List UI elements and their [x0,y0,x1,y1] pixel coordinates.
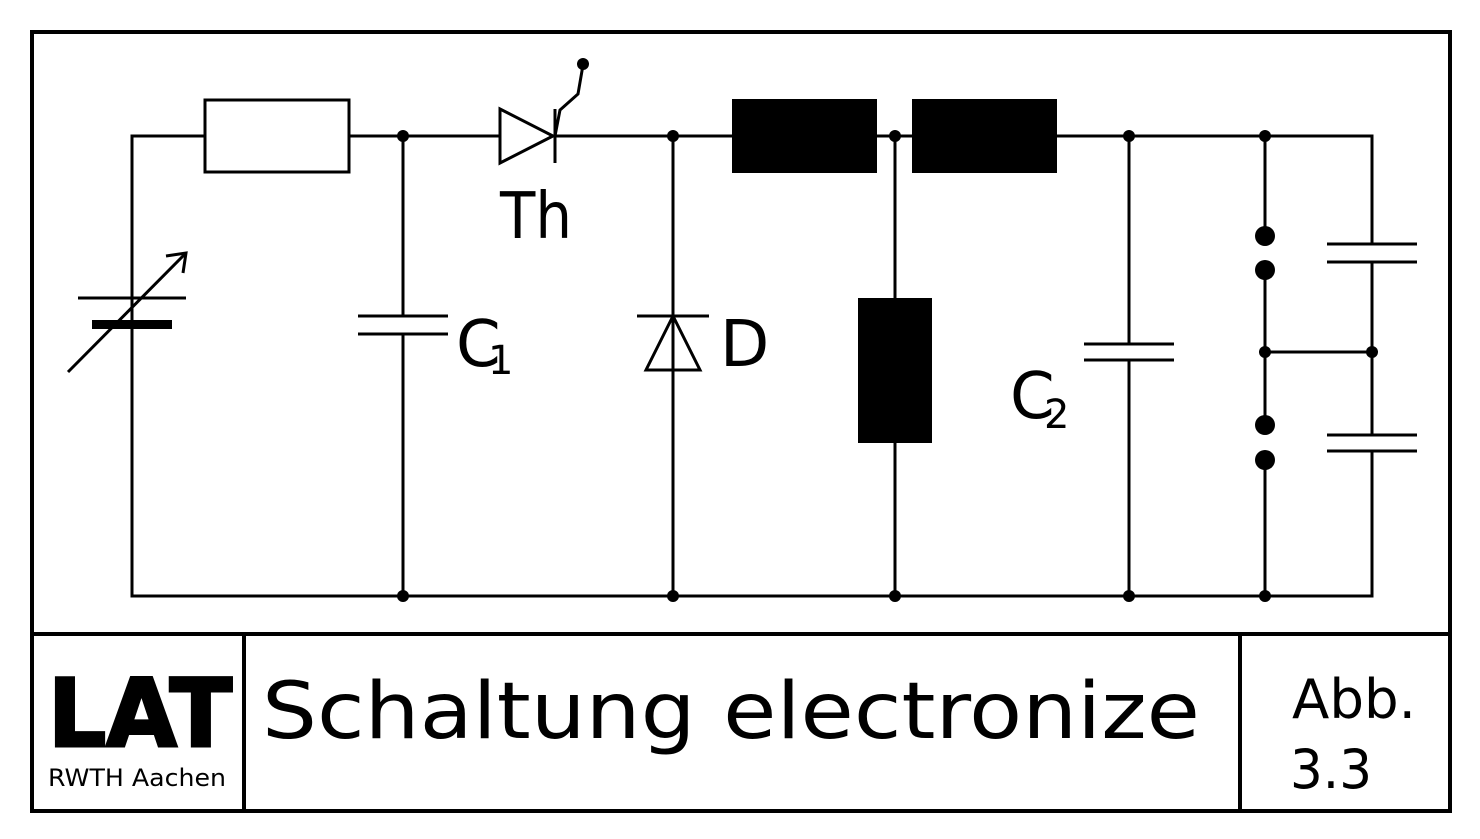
lat-logo: LAT [48,660,232,769]
drawing-frame [30,30,1452,813]
inductor-shunt [858,298,932,443]
drawing-title: Schaltung electronize [262,667,1200,757]
capacitor-c1 [358,314,448,336]
figure-label: Abb. [1292,668,1416,731]
label-c1: C [456,308,501,382]
capacitor-c2 [1084,342,1174,362]
switch-lower [1255,415,1275,470]
label-thyristor: Th [499,180,572,254]
diode [637,312,709,372]
thyristor [498,58,589,166]
capacitor-right-lower [1327,433,1417,453]
label-diode: D [720,308,769,382]
label-c2: C [1010,360,1055,434]
label-c1-subscript: 1 [488,338,513,384]
inductor-right [912,99,1057,173]
inductor-left [732,99,877,173]
resistor [203,98,351,174]
variable-dc-source [66,251,188,374]
figure-number: 3.3 [1290,738,1372,801]
junction-dots [397,130,1378,602]
capacitor-right-upper [1327,242,1417,264]
switch-upper [1255,226,1275,280]
lat-logo-subtitle: RWTH Aachen [48,764,226,792]
label-c2-subscript: 2 [1044,392,1069,438]
